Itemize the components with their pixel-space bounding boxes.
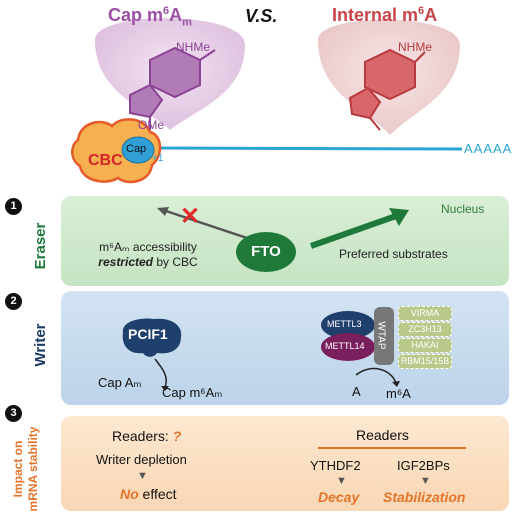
impact-panel bbox=[61, 416, 509, 511]
writer-depletion-label: Writer depletion bbox=[96, 452, 187, 467]
preferred-substrates-label: Preferred substrates bbox=[339, 247, 448, 261]
mettl3-blob bbox=[321, 311, 375, 339]
wtap-bar bbox=[374, 307, 394, 365]
wtap-label: WTAP bbox=[375, 321, 387, 350]
igf2bps-label: IGF2BPs bbox=[397, 458, 450, 473]
writer-shapes bbox=[122, 307, 400, 391]
readers-label: Readers bbox=[356, 427, 409, 443]
vs-label: V.S. bbox=[245, 6, 278, 26]
plus-one-label: +1 bbox=[152, 153, 164, 164]
m6a-label: m⁶A bbox=[386, 386, 411, 401]
ythdf2-arrow: ▼ bbox=[336, 475, 347, 487]
pcif1-blob bbox=[122, 318, 182, 357]
igf2bps-arrow: ▼ bbox=[420, 475, 431, 487]
cap-molecule-icon bbox=[129, 46, 216, 130]
step-number-1: 1 bbox=[5, 198, 22, 215]
ythdf2-label: YTHDF2 bbox=[310, 458, 361, 473]
ome-label: OMe bbox=[138, 118, 165, 132]
structure-backdrops bbox=[71, 18, 463, 184]
blocked-x-icon: ✕ bbox=[180, 203, 201, 230]
a-label: A bbox=[352, 384, 361, 399]
mrna-strand bbox=[149, 146, 463, 151]
cofactor-rbm15: RBM15/15B bbox=[398, 354, 452, 369]
poly-a-tail: AAAAA bbox=[464, 141, 513, 156]
impact-side-label: Impact on mRNA stability bbox=[11, 426, 40, 512]
readers-divider bbox=[318, 447, 466, 449]
decay-label: Decay bbox=[318, 489, 360, 505]
blocked-arrow bbox=[162, 208, 257, 243]
cofactor-zc3h13: ZC3H13 bbox=[398, 322, 452, 337]
cap-label: Cap bbox=[126, 143, 147, 155]
readers-unknown-label: Readers: ? bbox=[112, 428, 182, 444]
fto-enzyme: FTO bbox=[236, 232, 296, 272]
nhme-label-left: NHMe bbox=[176, 40, 211, 54]
mettl3-label: METTL3 bbox=[327, 319, 362, 329]
writer-side-label: Writer bbox=[32, 323, 49, 367]
pcif1-arrow bbox=[154, 358, 167, 388]
pcif1-label: PCIF1 bbox=[128, 326, 168, 342]
eraser-arrows bbox=[157, 207, 409, 249]
cap-m6am-title: Cap m6Am bbox=[108, 5, 192, 29]
cap-am-label: Cap Aₘ bbox=[98, 375, 142, 390]
mettl14-blob bbox=[321, 333, 375, 361]
no-effect-label: No effect bbox=[120, 486, 177, 502]
top-illustration: Cap m6Am V.S. Internal m6A NHMe NHMe OMe… bbox=[0, 0, 530, 188]
internal-molecule-icon bbox=[348, 48, 426, 131]
step-number-3: 3 bbox=[5, 405, 22, 422]
cbc-label: CBC bbox=[88, 152, 123, 169]
accessibility-line: m⁶Aₘ accessibility bbox=[99, 240, 197, 254]
fto-label: FTO bbox=[251, 243, 281, 260]
cofactor-hakai: HAKAI bbox=[398, 338, 452, 353]
writer-depletion-arrow: ▼ bbox=[137, 470, 148, 482]
cap-m6am-label: Cap m⁶Aₘ bbox=[162, 385, 223, 400]
nhme-label-right: NHMe bbox=[398, 40, 433, 54]
cbc-blob bbox=[71, 118, 162, 184]
eraser-side-label: Eraser bbox=[32, 222, 49, 270]
eraser-left-text: m⁶Aₘ accessibility restricted by CBC bbox=[88, 240, 208, 270]
restricted-line: restricted by CBC bbox=[98, 255, 198, 269]
step-number-2: 2 bbox=[5, 293, 22, 310]
mettl14-label: METTL14 bbox=[325, 341, 365, 351]
cap-circle bbox=[121, 136, 155, 164]
stabilization-label: Stabilization bbox=[383, 489, 466, 505]
nucleus-label: Nucleus bbox=[441, 202, 485, 216]
mettl-arrow bbox=[355, 367, 397, 384]
internal-m6a-title: Internal m6A bbox=[332, 5, 438, 25]
cofactor-virma: VIRMA bbox=[398, 306, 452, 321]
preferred-arrow bbox=[310, 213, 397, 249]
